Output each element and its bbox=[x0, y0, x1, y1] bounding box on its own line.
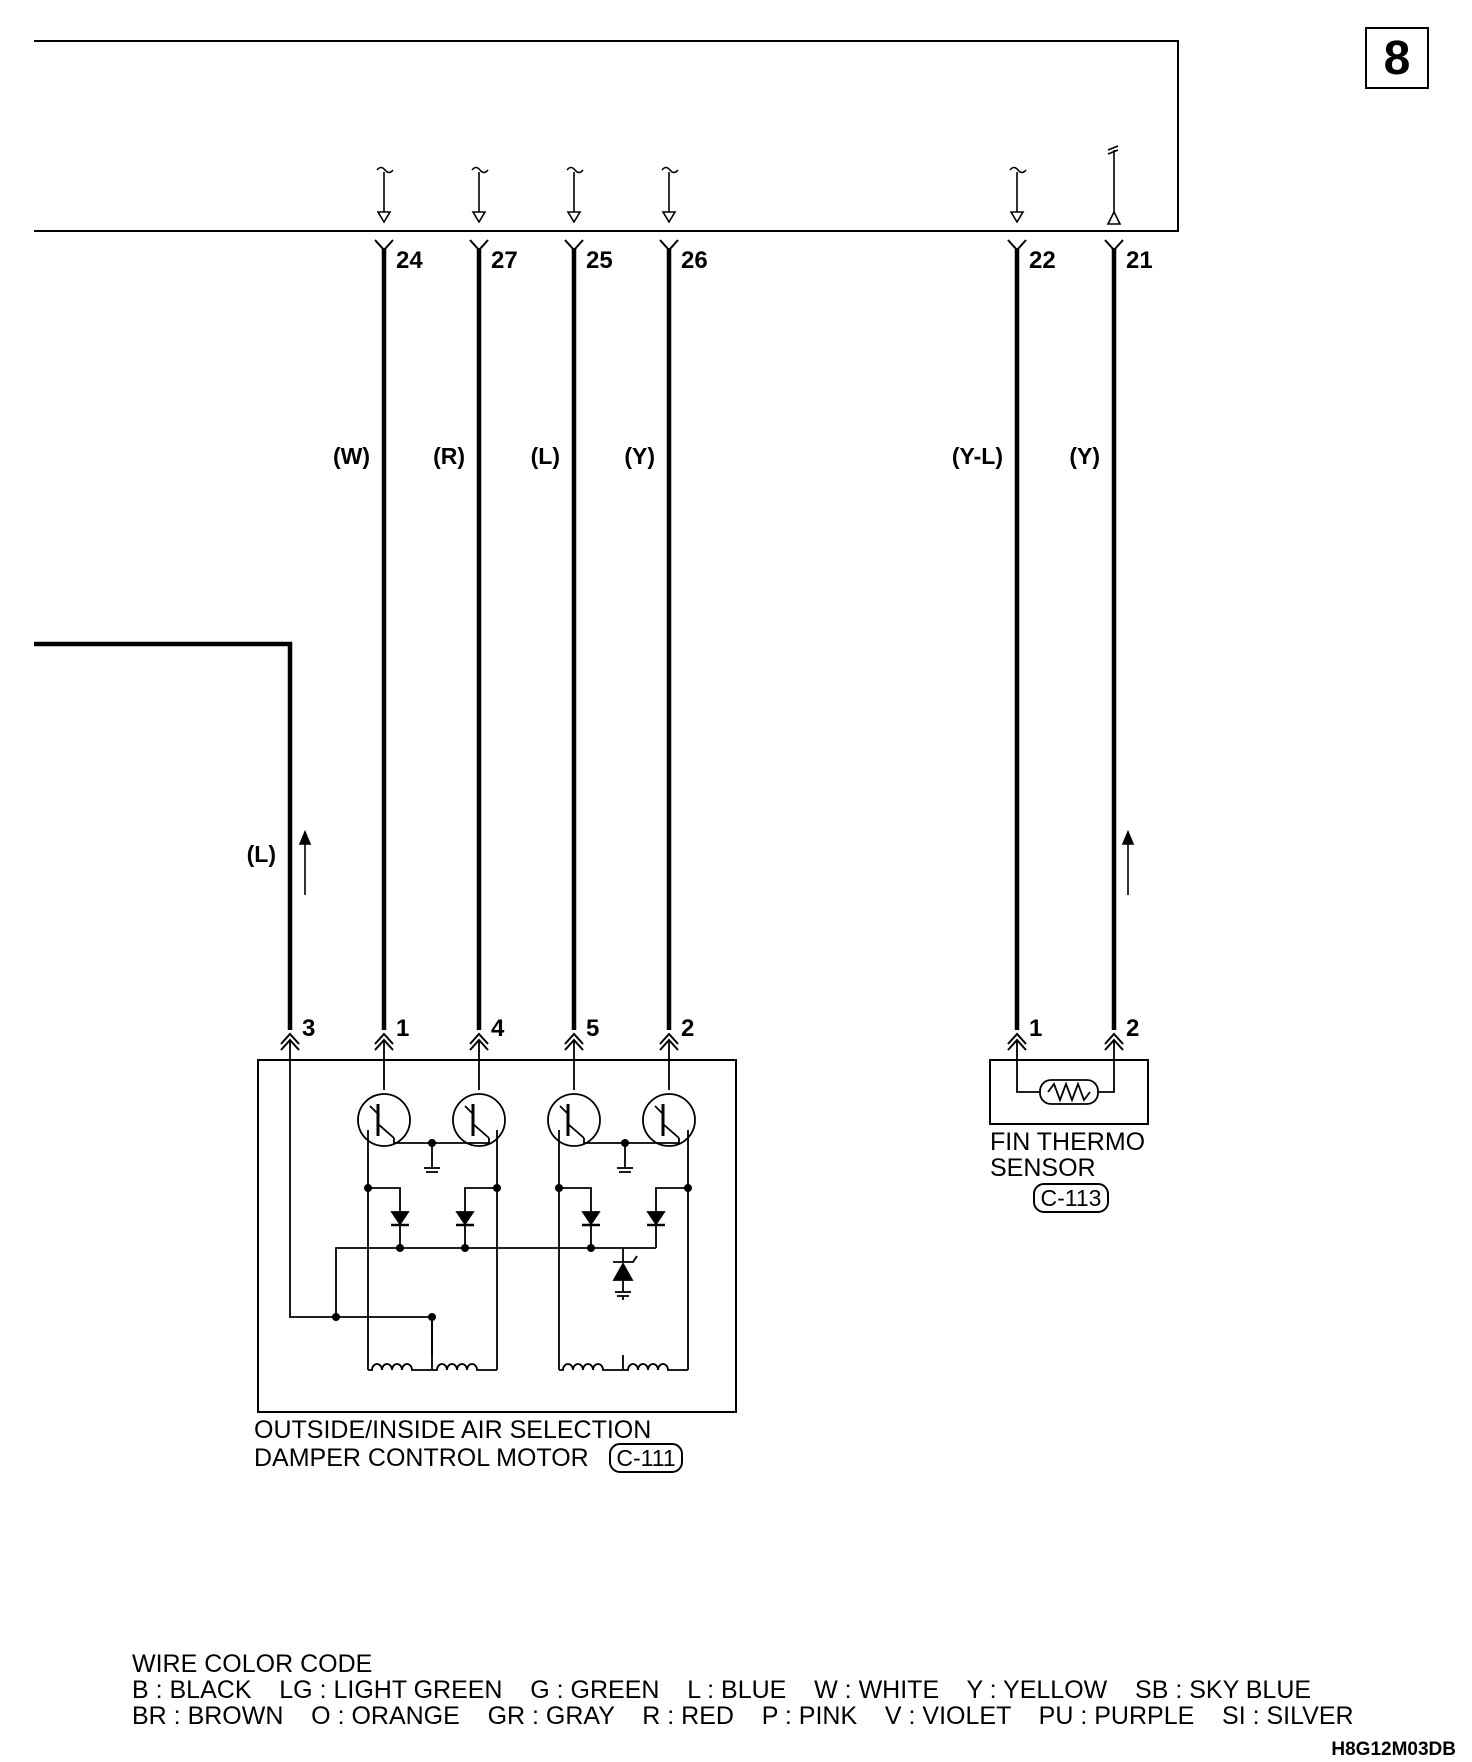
drawing-code: H8G12M03DB bbox=[1331, 1739, 1456, 1760]
current-arrows bbox=[298, 829, 1135, 895]
motor-pin-5: 5 bbox=[586, 1015, 599, 1042]
unit-pin-25: 25 bbox=[586, 247, 613, 274]
unit-pin-22: 22 bbox=[1029, 247, 1056, 274]
motor-pin-3: 3 bbox=[302, 1015, 315, 1042]
unit-pin-26: 26 bbox=[681, 247, 708, 274]
motor-pin-1: 1 bbox=[396, 1015, 409, 1042]
control-unit-box bbox=[34, 40, 1179, 232]
motor-label-line2: DAMPER CONTROL MOTOR bbox=[254, 1444, 589, 1472]
damper-control-motor bbox=[257, 1040, 737, 1413]
unit-pin-24: 24 bbox=[396, 247, 423, 274]
sensor-connector-badge bbox=[1033, 1183, 1109, 1213]
unit-terminal-forks bbox=[374, 239, 1124, 252]
junction-dots bbox=[332, 1139, 692, 1321]
wire-color-24: (W) bbox=[333, 443, 370, 469]
sensor-label-line1: FIN THERMO bbox=[990, 1128, 1145, 1156]
wire-color-code-title: WIRE COLOR CODE bbox=[132, 1650, 372, 1678]
motor-connector-badge bbox=[609, 1443, 683, 1473]
wire-color-22: (Y-L) bbox=[952, 443, 1003, 469]
page-number-box bbox=[1365, 27, 1429, 89]
harness-wires bbox=[34, 248, 1117, 1030]
page-number: 8 bbox=[1384, 32, 1411, 85]
unit-pin-21: 21 bbox=[1126, 247, 1153, 274]
fin-thermo-sensor bbox=[989, 1040, 1149, 1125]
unit-internal-arrows bbox=[376, 145, 1122, 225]
sensor-label-line2: SENSOR bbox=[990, 1154, 1096, 1182]
wire-color-code-row2: BR : BROWN O : ORANGE GR : GRAY R : RED … bbox=[132, 1702, 1354, 1730]
motor-connector-id: C-111 bbox=[616, 1445, 675, 1471]
wire-color-27: (R) bbox=[433, 443, 465, 469]
sensor-connector-id: C-113 bbox=[1041, 1185, 1102, 1211]
wire-color-21: (Y) bbox=[1069, 443, 1100, 469]
motor-pin-4: 4 bbox=[491, 1015, 505, 1042]
wire-color-25: (L) bbox=[531, 443, 560, 469]
motor-label-line1: OUTSIDE/INSIDE AIR SELECTION bbox=[254, 1416, 651, 1444]
sensor-pin-1: 1 bbox=[1029, 1015, 1042, 1042]
wire-color-motor-3: (L) bbox=[247, 841, 276, 867]
wire-color-code-row1: B : BLACK LG : LIGHT GREEN G : GREEN L :… bbox=[132, 1676, 1311, 1704]
sensor-pin-2: 2 bbox=[1126, 1015, 1139, 1042]
wire-color-26: (Y) bbox=[624, 443, 655, 469]
unit-pin-27: 27 bbox=[491, 247, 518, 274]
motor-pin-2: 2 bbox=[681, 1015, 694, 1042]
